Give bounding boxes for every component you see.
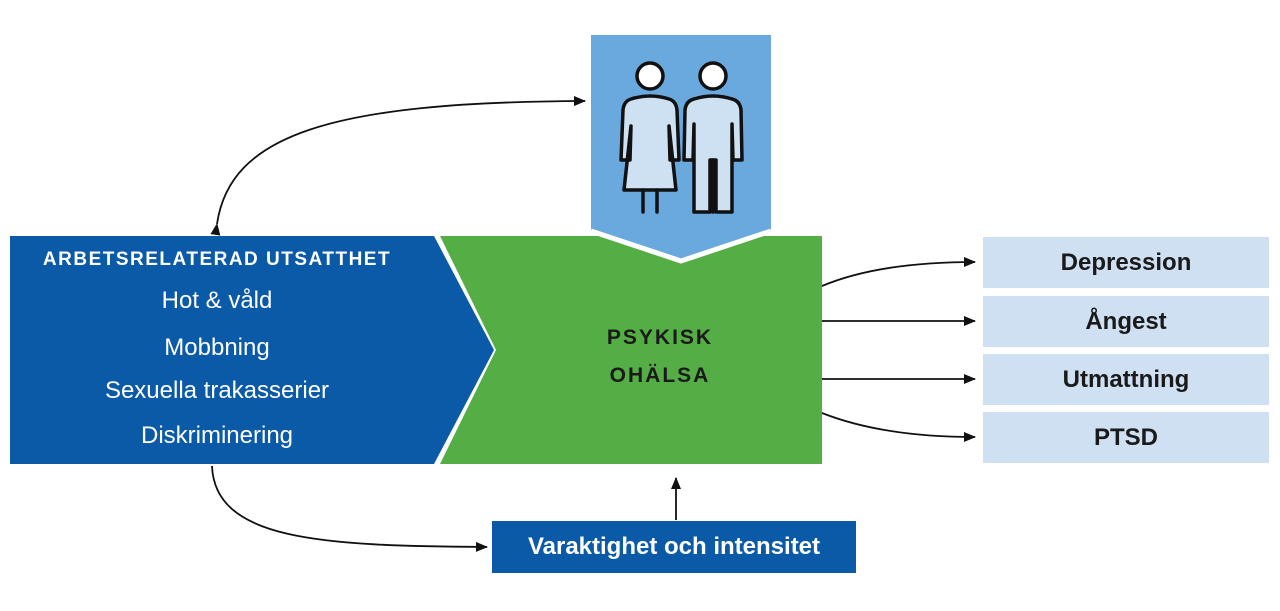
- duration-box: Varaktighet och intensitet: [492, 521, 856, 573]
- exposure-title: ARBETSRELATERAD UTSATTHET: [42, 249, 392, 270]
- health-label-line2: OHÄLSA: [609, 364, 711, 387]
- feedback-arrow: [210, 96, 586, 236]
- exposure-item-harassment: Sexuella trakasserier: [104, 377, 330, 404]
- outcome-utmattning: Utmattning: [983, 354, 1269, 405]
- health-label-line1: PSYKISK: [606, 326, 714, 349]
- exposure-item-discrimination: Diskriminering: [140, 422, 294, 449]
- exposure-block: [10, 236, 494, 464]
- exposure-item-bullying: Mobbning: [164, 334, 270, 361]
- two-persons-icon: [619, 61, 744, 214]
- health-block: [440, 236, 822, 464]
- outcome-angest: Ångest: [983, 296, 1269, 347]
- exposure-item-threats: Hot & våld: [161, 287, 273, 314]
- exposure-to-duration-arrow: [211, 465, 488, 552]
- arrow-to-depression: [821, 257, 976, 287]
- arrow-to-ptsd: [821, 412, 976, 442]
- outcome-ptsd: PTSD: [983, 412, 1269, 463]
- outcome-depression: Depression: [983, 237, 1269, 288]
- people-banner: [591, 35, 771, 261]
